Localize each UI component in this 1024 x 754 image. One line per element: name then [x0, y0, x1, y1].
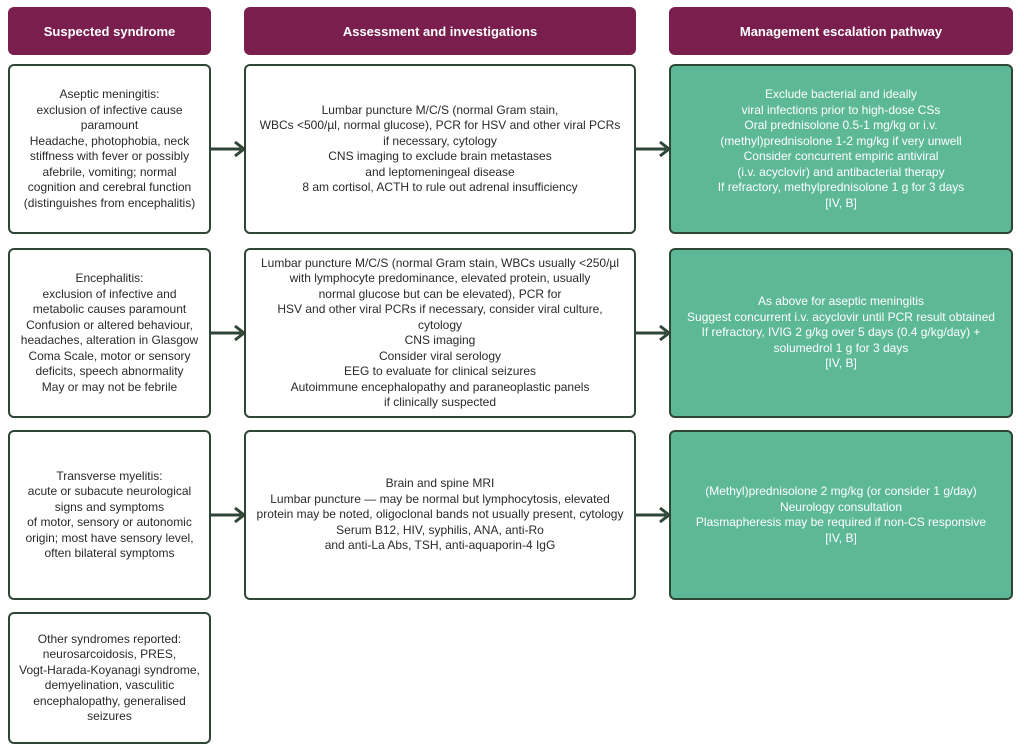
arrow-right-icon	[636, 324, 672, 342]
assessment-text: Lumbar puncture M/C/S (normal Gram stain…	[260, 255, 620, 410]
assessment-text: Lumbar puncture M/C/S (normal Gram stain…	[259, 102, 621, 195]
other-syndromes-box: Other syndromes reported: neurosarcoidos…	[8, 612, 211, 744]
syndrome-text: Transverse myelitis: acute or subacute n…	[25, 468, 194, 561]
management-text: (Methyl)prednisolone 2 mg/kg (or conside…	[695, 484, 987, 545]
arrow-right-icon	[211, 140, 247, 158]
syndrome-text: Encephalitis: exclusion of infective and…	[20, 271, 199, 394]
other-syndromes-text: Other syndromes reported: neurosarcoidos…	[19, 631, 200, 724]
management-text: Exclude bacterial and ideally viral infe…	[717, 87, 965, 210]
syndrome-box-transverse-myelitis: Transverse myelitis: acute or subacute n…	[8, 430, 211, 600]
syndrome-box-aseptic-meningitis: Aseptic meningitis: exclusion of infecti…	[8, 64, 211, 234]
header-management: Management escalation pathway	[669, 7, 1013, 55]
arrow-right-icon	[211, 324, 247, 342]
management-box-encephalitis: As above for aseptic meningitis Suggest …	[669, 248, 1013, 418]
arrow-right-icon	[211, 506, 247, 524]
assessment-box-transverse-myelitis: Brain and spine MRI Lumbar puncture — ma…	[244, 430, 636, 600]
header-suspected-syndrome: Suspected syndrome	[8, 7, 211, 55]
header-assessment: Assessment and investigations	[244, 7, 636, 55]
management-text: As above for aseptic meningitis Suggest …	[687, 294, 995, 371]
arrow-right-icon	[636, 506, 672, 524]
management-box-transverse-myelitis: (Methyl)prednisolone 2 mg/kg (or conside…	[669, 430, 1013, 600]
arrow-right-icon	[636, 140, 672, 158]
assessment-text: Brain and spine MRI Lumbar puncture — ma…	[256, 476, 624, 553]
syndrome-box-encephalitis: Encephalitis: exclusion of infective and…	[8, 248, 211, 418]
assessment-box-encephalitis: Lumbar puncture M/C/S (normal Gram stain…	[244, 248, 636, 418]
management-box-aseptic-meningitis: Exclude bacterial and ideally viral infe…	[669, 64, 1013, 234]
assessment-box-aseptic-meningitis: Lumbar puncture M/C/S (normal Gram stain…	[244, 64, 636, 234]
syndrome-text: Aseptic meningitis: exclusion of infecti…	[23, 87, 196, 210]
